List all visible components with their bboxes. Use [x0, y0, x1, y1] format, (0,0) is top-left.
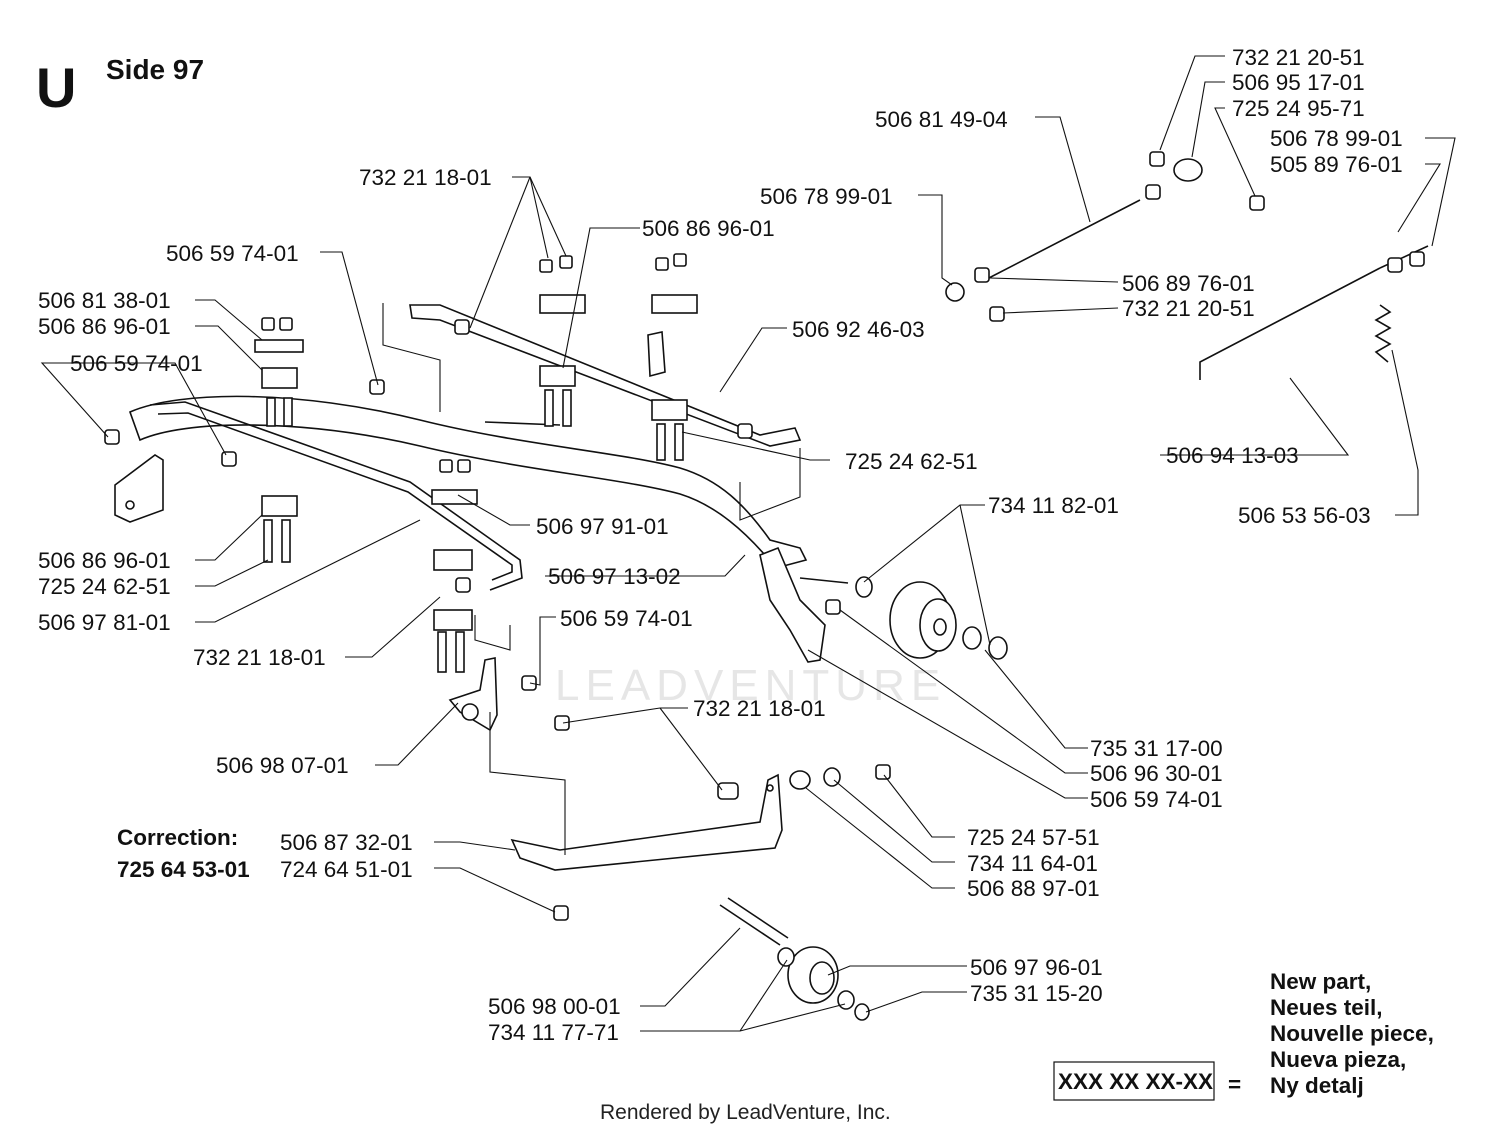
legend-line: Neues teil, — [1270, 995, 1383, 1020]
front-bar-edge — [157, 412, 513, 581]
part-label: 506 78 99-01 — [760, 184, 893, 209]
leader-lines — [40, 55, 1456, 1032]
legend-equals: = — [1228, 1072, 1241, 1097]
part-label: 506 53 56-03 — [1238, 503, 1371, 528]
part-label: 506 94 13-03 — [1166, 443, 1299, 468]
part-label: 506 81 49-04 — [875, 107, 1008, 132]
part-label: 506 97 91-01 — [536, 514, 669, 539]
part-label: 506 92 46-03 — [792, 317, 925, 342]
fasteners — [104, 151, 1425, 1021]
legend-line: Nueva pieza, — [1270, 1047, 1406, 1072]
part-label: 506 78 99-01 — [1270, 126, 1403, 151]
part-label: 506 88 97-01 — [967, 876, 1100, 901]
part-label: 506 59 74-01 — [70, 351, 203, 376]
part-label: 725 24 62-51 — [845, 449, 978, 474]
part-label: 725 24 57-51 — [967, 825, 1100, 850]
correction-heading: Correction: — [117, 825, 238, 850]
section-letter: U — [36, 56, 76, 119]
rear-bar-plate — [647, 331, 666, 378]
part-label: 732 21 18-01 — [359, 165, 492, 190]
part-label: 506 98 07-01 — [216, 753, 349, 778]
watermark: LEADVENTURE — [555, 661, 946, 710]
front-wheel-hub — [809, 961, 835, 995]
part-label: 506 97 13-02 — [548, 564, 681, 589]
part-label: 506 59 74-01 — [166, 241, 299, 266]
rear-wheel-bore — [933, 618, 947, 636]
bracket-bushing — [461, 703, 479, 721]
rear-axle — [799, 577, 849, 584]
part-label: 732 21 18-01 — [693, 696, 826, 721]
part-label: 725 24 62-51 — [38, 574, 171, 599]
front-pin-edge — [727, 897, 789, 939]
part-label: 505 89 76-01 — [1270, 152, 1403, 177]
part-label: 506 87 32-01 — [280, 830, 413, 855]
part-label: 734 11 64-01 — [967, 851, 1098, 876]
part-label: 506 98 00-01 — [488, 994, 621, 1019]
part-label: 506 86 96-01 — [38, 314, 171, 339]
part-label: 506 97 81-01 — [38, 610, 171, 635]
part-label: 735 31 15-20 — [970, 981, 1103, 1006]
rear-bar — [409, 304, 802, 447]
legend-line: New part, — [1270, 969, 1371, 994]
correction-part: 725 64 53-01 — [117, 857, 250, 882]
legend-line: Ny detalj — [1270, 1073, 1364, 1098]
page-title: Side 97 — [106, 54, 204, 85]
assembly-drawing — [104, 151, 1429, 1021]
leaf-bracket — [510, 773, 783, 871]
axle-bracket — [759, 546, 826, 663]
part-label: 506 96 30-01 — [1090, 761, 1223, 786]
new-part-legend: XXX XX XX-XX = New part, Neues teil, Nou… — [1053, 969, 1434, 1101]
bracket-hole — [125, 500, 135, 510]
part-label: 724 64 51-01 — [280, 857, 413, 882]
part-label: 725 24 95-71 — [1232, 96, 1365, 121]
lift-rod — [984, 199, 1141, 281]
front-bar — [149, 401, 523, 591]
part-label: 506 86 96-01 — [642, 216, 775, 241]
front-pin — [719, 904, 781, 946]
legend-box-text: XXX XX XX-XX — [1058, 1069, 1213, 1094]
part-label: 506 59 74-01 — [560, 606, 693, 631]
part-label: 506 59 74-01 — [1090, 787, 1223, 812]
part-label: 506 86 96-01 — [38, 548, 171, 573]
rod-end-eye — [1173, 158, 1203, 182]
main-frame — [128, 395, 808, 569]
left-bracket — [114, 454, 164, 523]
part-label: 506 81 38-01 — [38, 288, 171, 313]
leaf-hole — [766, 784, 774, 792]
part-label: 735 31 17-00 — [1090, 736, 1223, 761]
part-label: 732 21 20-51 — [1122, 296, 1255, 321]
right-rod — [1199, 267, 1381, 380]
footer-credit: Rendered by LeadVenture, Inc. — [600, 1101, 891, 1124]
rod-ball-joint — [945, 282, 965, 302]
part-label: 732 21 18-01 — [193, 645, 326, 670]
part-label: 732 21 20-51 — [1232, 45, 1365, 70]
tension-spring — [1374, 304, 1392, 363]
legend-line: Nouvelle piece, — [1270, 1021, 1434, 1046]
part-label: 734 11 82-01 — [988, 493, 1119, 518]
part-label: 506 95 17-01 — [1232, 70, 1365, 95]
part-labels: 732 21 20-51 506 95 17-01 725 24 95-71 5… — [38, 45, 1403, 1045]
part-label: 506 97 96-01 — [970, 955, 1103, 980]
legend-box — [1053, 1061, 1215, 1101]
part-label: 734 11 77-71 — [488, 1020, 619, 1045]
part-label: 506 89 76-01 — [1122, 271, 1255, 296]
